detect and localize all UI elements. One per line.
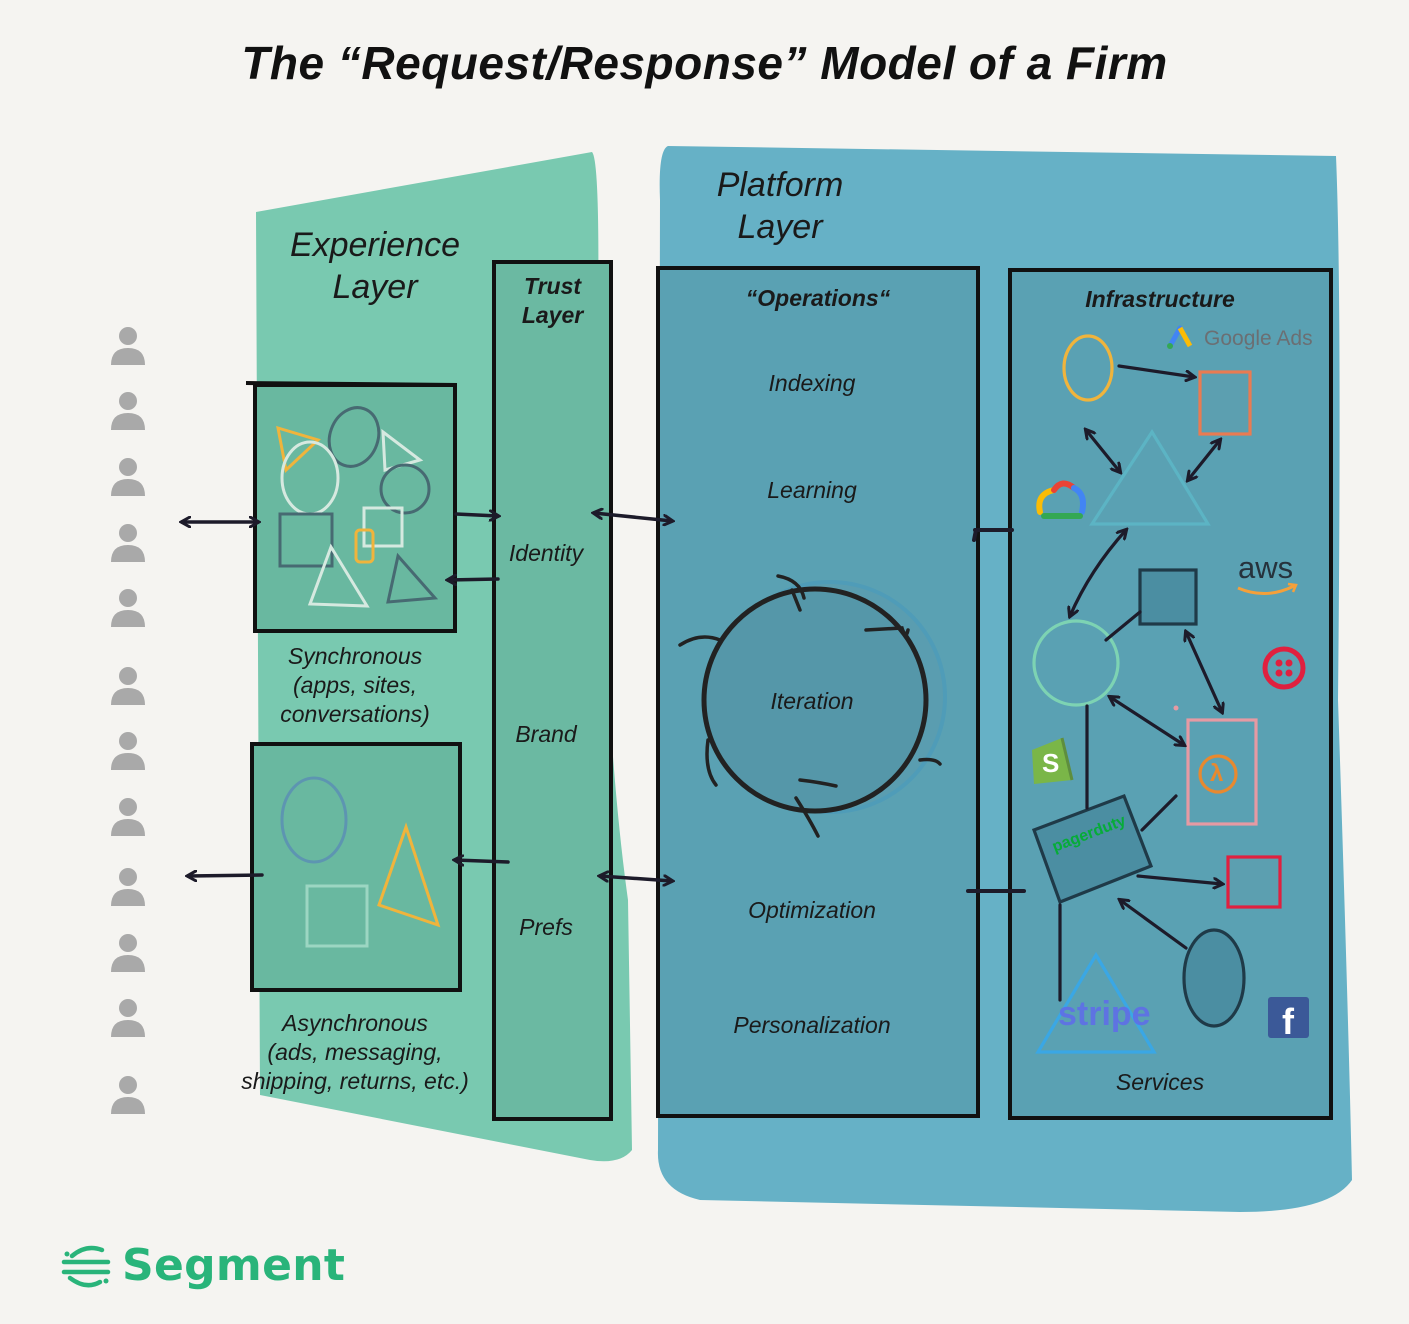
iteration-cycle <box>678 574 947 838</box>
synchronous-box[interactable] <box>253 383 457 633</box>
trust-title-line2: Layer <box>521 302 584 328</box>
sync-caption-line3: conversations) <box>280 701 430 727</box>
arrow-trust-async <box>455 860 510 862</box>
google-ads-label: Google Ads <box>1204 327 1313 350</box>
platform-title-line2: Layer <box>737 208 823 246</box>
operations-item-optimization: Optimization <box>748 897 876 923</box>
shopify-icon <box>1032 737 1074 784</box>
facebook-icon <box>1268 997 1309 1038</box>
stripe-label: stripe <box>1058 995 1151 1033</box>
google-ads-icon <box>1167 325 1193 349</box>
operations-item-indexing: Indexing <box>768 370 856 396</box>
asynchronous-box[interactable] <box>250 742 462 992</box>
async-shapes <box>280 776 441 948</box>
sync-caption: Synchronous (apps, sites, conversations) <box>230 642 480 729</box>
async-caption: Asynchronous (ads, messaging, shipping, … <box>210 1009 500 1096</box>
sync-caption-line1: Synchronous <box>287 643 423 669</box>
user-icon <box>111 458 145 496</box>
arrow-trust-sync <box>448 579 500 580</box>
infrastructure-graph <box>1031 334 1282 1054</box>
user-icon <box>111 524 145 562</box>
user-icon <box>111 1076 145 1114</box>
lambda-label: λ <box>1210 760 1224 787</box>
infrastructure-box[interactable] <box>1008 268 1333 1120</box>
user-icon <box>111 798 145 836</box>
experience-title-line2: Layer <box>332 268 418 306</box>
async-caption-line1: Asynchronous <box>282 1010 428 1036</box>
operations-title: “Operations“ <box>745 285 891 311</box>
arrow-trust-ops-1 <box>594 513 672 521</box>
trust-layer-title: Trust Layer <box>494 272 611 330</box>
platform-title-line1: Platform <box>716 166 844 204</box>
operations-item-iteration: Iteration <box>770 688 854 714</box>
async-caption-line3: shipping, returns, etc.) <box>241 1068 469 1094</box>
connector-arrows <box>182 513 1026 893</box>
segment-logo-text: Segment <box>122 1240 346 1291</box>
trust-item-identity: Identity <box>508 540 584 566</box>
arrow-async-users <box>188 875 264 876</box>
platform-layer-title: Platform Layer <box>700 164 860 248</box>
user-icon <box>111 589 145 627</box>
user-icon <box>111 868 145 906</box>
trust-title-line1: Trust <box>523 273 582 299</box>
experience-layer-title: Experience Layer <box>270 224 480 308</box>
async-caption-line2: (ads, messaging, <box>267 1039 443 1065</box>
trust-item-brand: Brand <box>515 721 577 747</box>
shopify-label: S <box>1042 748 1060 778</box>
user-icon <box>111 732 145 770</box>
user-icon <box>111 934 145 972</box>
infrastructure-title: Infrastructure <box>1085 286 1235 312</box>
google-cloud-icon <box>1036 480 1086 519</box>
arrow-sync-trust <box>454 514 498 516</box>
page-title: The “Request/Response” Model of a Firm <box>241 37 1168 89</box>
facebook-label: f <box>1282 1001 1294 1042</box>
user-icon <box>111 667 145 705</box>
user-icon <box>111 999 145 1037</box>
trust-layer-column[interactable] <box>492 260 613 1121</box>
sync-caption-line2: (apps, sites, <box>293 672 417 698</box>
infrastructure-footer: Services <box>1115 1069 1205 1095</box>
sync-shapes <box>276 406 439 608</box>
twilio-icon <box>1262 646 1306 690</box>
user-icon <box>111 392 145 430</box>
experience-title-line1: Experience <box>289 226 461 264</box>
aws-smile-icon <box>1237 582 1298 595</box>
aws-label: aws <box>1238 550 1294 585</box>
arrow-trust-ops-2 <box>600 876 672 881</box>
user-icon <box>111 327 145 365</box>
operations-item-personalization: Personalization <box>733 1012 891 1038</box>
trust-item-prefs: Prefs <box>519 914 573 940</box>
segment-logo-icon <box>61 1245 111 1288</box>
user-column <box>111 327 145 1114</box>
operations-item-learning: Learning <box>767 477 857 503</box>
